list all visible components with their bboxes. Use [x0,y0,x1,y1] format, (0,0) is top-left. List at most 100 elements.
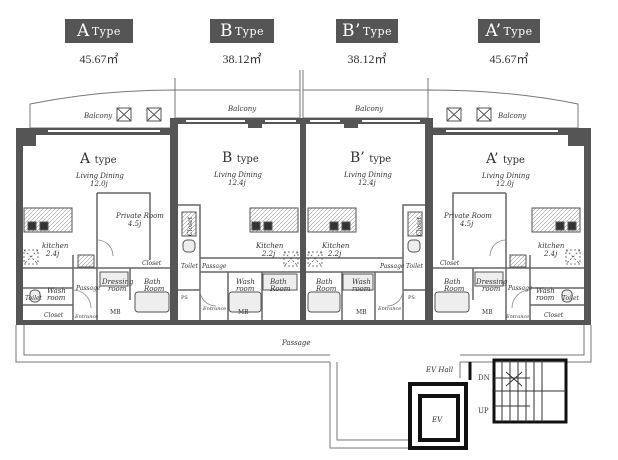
label-closet-a4: Closet [544,312,564,319]
label-closet-a3: Closet [440,260,460,267]
label-entrance-a: Entrance [74,314,98,320]
label-kitchen-a2: kitchen [538,242,565,250]
stairs [492,358,568,424]
label-unit-b: B type [222,150,259,166]
label-ld-b: Living Dining [213,171,262,179]
dashed-boxes [23,249,581,267]
type-area-b2: 38.12㎡ [347,52,387,66]
label-bath-room-b2: Room [315,285,337,293]
label-passage-corridor: Passage [281,339,311,347]
label-ld-b2: Living Dining [343,171,392,179]
label-ps-b2: PS [408,295,415,301]
label-mb-b: MB [238,309,249,316]
label-unit-b-letter: B [222,150,232,166]
label-ld-a-size: 12.0j [90,180,109,188]
label-ps-b: PS [181,295,188,301]
corridor [15,325,592,449]
label-ld-a2: Living Dining [481,172,530,180]
label-closet-a2: Closet [44,312,64,319]
fixtures [29,211,573,313]
ev-core [408,382,468,450]
label-closet-b2: Closet [416,216,423,236]
type-badge-b: B Type [210,19,274,43]
type-badge-a2: A’ Type [478,19,540,43]
type-area-b: 38.12㎡ [222,52,262,66]
label-toilet-a: Toilet [25,295,43,302]
label-wash-b2: Wash [352,278,371,286]
windows [48,120,558,132]
type-badge-b2: B’ Type [336,19,398,43]
label-ld-b-size: 12.4j [228,179,247,187]
label-toilet-b: Toilet [181,263,199,270]
label-bath-a2: Bath [443,278,461,286]
label-mb-b2: MB [356,309,367,316]
label-wash-a: Wash [47,287,66,295]
label-wash-room-a: room [47,294,66,302]
label-wash-b: Wash [236,278,255,286]
type-badge-b2-suffix: Type [362,24,392,38]
label-bath-b: Bath [269,278,287,286]
label-balcony-a2: Balcony [497,112,527,120]
type-badge-b-letter: B [219,21,233,41]
ac-units [116,107,492,122]
label-kitchen-a2-size: 2.4j [543,250,558,258]
label-unit-b2: B’ type [350,150,391,166]
label-balcony-b2: Balcony [354,105,384,113]
label-mb-a2: MB [482,309,493,316]
label-wash-room-b2: room [352,285,371,293]
label-balcony-b: Balcony [227,105,257,113]
label-dressing-a2: Dressing [475,278,508,286]
label-passage-a2: Passage [507,285,533,292]
label-toilet-b2: Toilet [406,263,424,270]
label-entrance-a2: Entrance [505,314,529,320]
type-badge-b-suffix: Type [234,24,265,38]
label-ev: EV [431,416,443,424]
label-unit-b-word: type [237,154,259,165]
type-badge-a-suffix: Type [91,24,121,38]
door-swings [72,239,531,309]
label-ld-b2-size: 12.4j [358,179,377,187]
type-badge-a2-letter: A’ [485,21,502,41]
label-kitchen-b2-size: 2.2j [327,250,342,258]
type-badge-a: A Type [65,19,133,43]
type-badge-b2-letter: B’ [341,21,361,41]
label-wash-room-b: room [236,285,255,293]
label-pr-a-size: 4.5j [127,220,142,228]
type-badge-a-letter: A [77,21,90,41]
label-mb-a: MB [110,309,121,316]
label-bath-b2: Bath [315,278,333,286]
label-unit-b2-word: type [369,154,391,165]
label-kitchen-b: Kitchen [255,242,284,250]
label-passage-b2: Passage [379,263,405,270]
label-bath-room-b: Room [269,285,291,293]
label-balcony-a: Balcony [83,112,113,120]
label-bath-room-a2: Room [443,285,465,293]
kitchen-counters [23,207,581,233]
label-dressing-a: Dressing [101,278,134,286]
label-entrance-b2: Entrance [377,306,401,312]
label-wash-room-a2: room [536,294,555,302]
label-bath-a: Bath [143,278,161,286]
type-badge-a2-suffix: Type [503,24,533,38]
label-dn: DN [478,374,490,382]
label-passage-a: Passage [75,285,101,292]
label-ev-hall: EV Hall [425,366,453,374]
label-ld-a2-size: 12.0j [496,180,515,188]
label-kitchen-b-size: 2.2j [261,250,276,258]
label-entrance-b: Entrance [202,306,226,312]
label-unit-a: A type [79,151,117,167]
label-kitchen-a: kitchen [42,242,69,250]
label-unit-a-word: type [95,155,117,166]
labels: Balcony Balcony Balcony Balcony A type L… [25,105,580,424]
label-up: UP [478,407,489,415]
type-area-a2: 45.67㎡ [489,52,529,66]
label-pr-a: Private Room [115,212,164,220]
interior-walls [23,192,584,320]
label-unit-b2-letter: B’ [350,150,365,166]
label-dressing-room-a: room [108,285,127,293]
label-unit-a-letter: A [79,151,91,167]
label-unit-a2: A’ type [485,151,525,167]
label-pr-a2: Private Room [443,212,492,220]
label-wash-a2: Wash [536,287,555,295]
